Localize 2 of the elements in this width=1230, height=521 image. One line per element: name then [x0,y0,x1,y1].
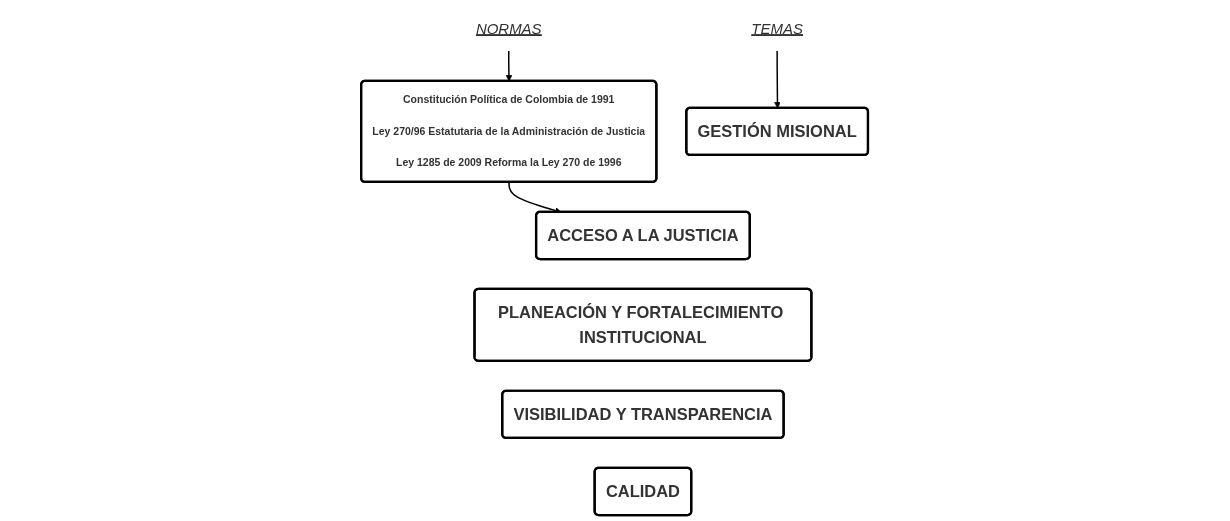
node-text: NORMAS [476,20,543,37]
node-text: TEMAS [751,20,804,37]
